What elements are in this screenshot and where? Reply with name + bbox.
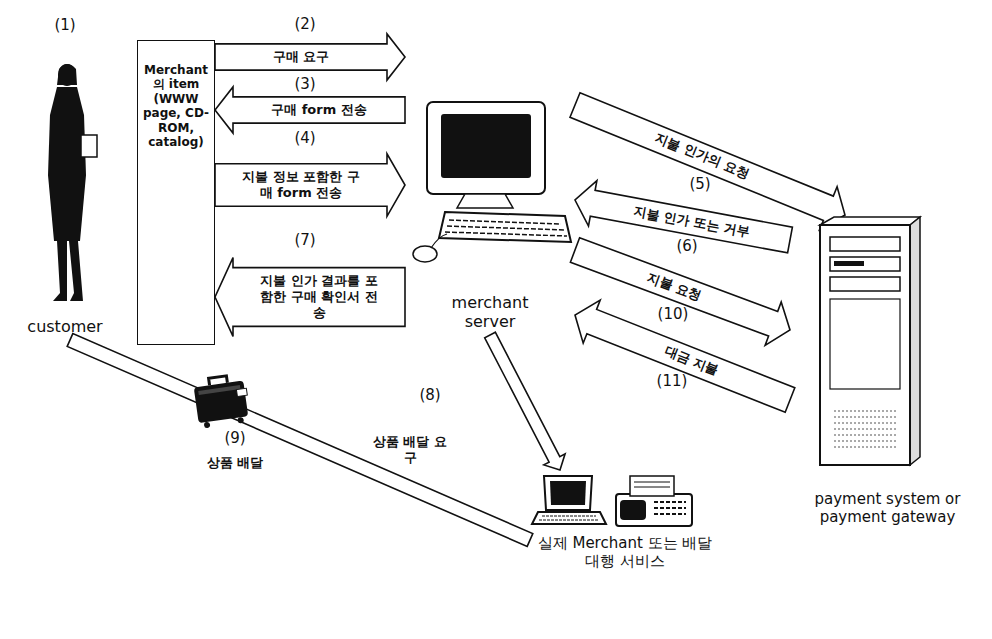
- delivery-request-arrow: [485, 332, 565, 470]
- edge-label: 지불 인가 결과를 포함한 구매 확인서 전송: [254, 273, 384, 322]
- node-label: 실제 Merchant 또는 배달 대행 서비스: [535, 534, 715, 570]
- customer-figure: customer: [5, 55, 125, 340]
- node-label: merchant server: [440, 293, 540, 331]
- block-arrow: [215, 34, 405, 80]
- merchant-server: merchant server: [405, 40, 575, 335]
- callout-number: (3): [294, 75, 315, 94]
- edge-label: 상품 배달 요구: [370, 434, 450, 467]
- callout-number: (2): [294, 15, 315, 34]
- block-arrow: [215, 154, 405, 217]
- block-arrow: [215, 87, 405, 133]
- edge-label: 상품 배달: [207, 455, 264, 471]
- edge-label: 구매 form 전송: [271, 102, 367, 118]
- payment-gateway-art: [790, 215, 985, 530]
- merchant-item-box: Merchant의 item (WWW page, CD-ROM, catalo…: [137, 40, 215, 345]
- block-arrow: [215, 258, 405, 337]
- callout-number: (9): [224, 429, 245, 448]
- callout-number: (7): [294, 231, 315, 250]
- callout-number: (10): [658, 305, 689, 324]
- edge-label: 지불 정보 포함한 구매 form 전송: [241, 169, 361, 202]
- customer-figure-art: [5, 55, 125, 340]
- node-label: payment system or payment gateway: [793, 490, 983, 526]
- callout-number: (4): [294, 129, 315, 148]
- callout-number: (1): [54, 16, 75, 35]
- node-label: customer: [27, 317, 102, 336]
- suitcase-icon: [193, 373, 251, 429]
- delivery-band: [67, 334, 533, 547]
- payment-gateway: payment system or payment gateway: [790, 215, 985, 530]
- callout-number: (6): [676, 237, 697, 256]
- block-arrow: [575, 300, 795, 412]
- callout-number: (11): [657, 372, 688, 391]
- merchant-server-art: [405, 40, 575, 335]
- callout-number: (8): [419, 386, 440, 405]
- delivery-service: 실제 Merchant 또는 배달 대행 서비스: [530, 470, 720, 632]
- node-label: Merchant의 item (WWW page, CD-ROM, catalo…: [142, 63, 210, 149]
- callout-number: (5): [689, 175, 710, 194]
- edge-label: 구매 요구: [273, 49, 330, 65]
